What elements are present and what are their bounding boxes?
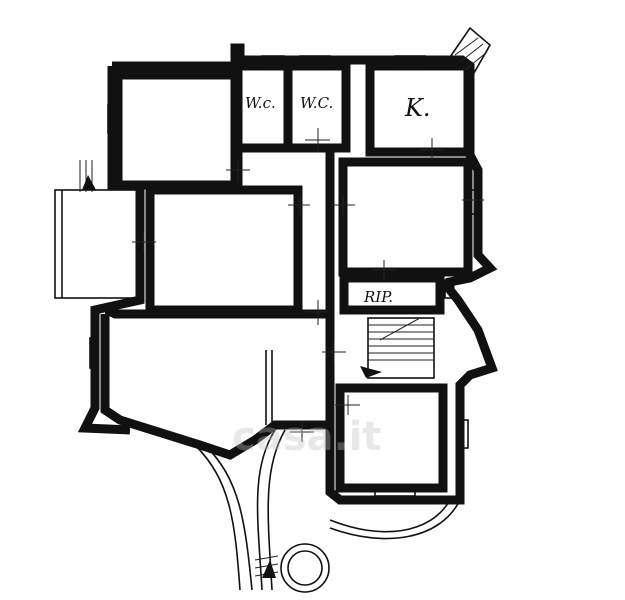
door-openings bbox=[132, 128, 484, 442]
label-kitchen: K. bbox=[404, 94, 431, 122]
room-labels: W.c. W.C. K. RIP. bbox=[245, 94, 431, 306]
windows bbox=[89, 55, 479, 497]
label-storage: RIP. bbox=[363, 288, 393, 306]
stair-bottom bbox=[254, 555, 279, 578]
label-wc-1: W.c. bbox=[245, 94, 276, 112]
stair-left bbox=[79, 160, 96, 192]
stairs bbox=[79, 26, 492, 578]
wall-structure bbox=[54, 61, 473, 493]
living-room-walls bbox=[100, 314, 330, 460]
stair-top-right bbox=[447, 26, 492, 81]
watermark: casa.it bbox=[232, 414, 382, 460]
label-wc-2: W.C. bbox=[300, 94, 333, 112]
stair-main bbox=[360, 317, 435, 379]
